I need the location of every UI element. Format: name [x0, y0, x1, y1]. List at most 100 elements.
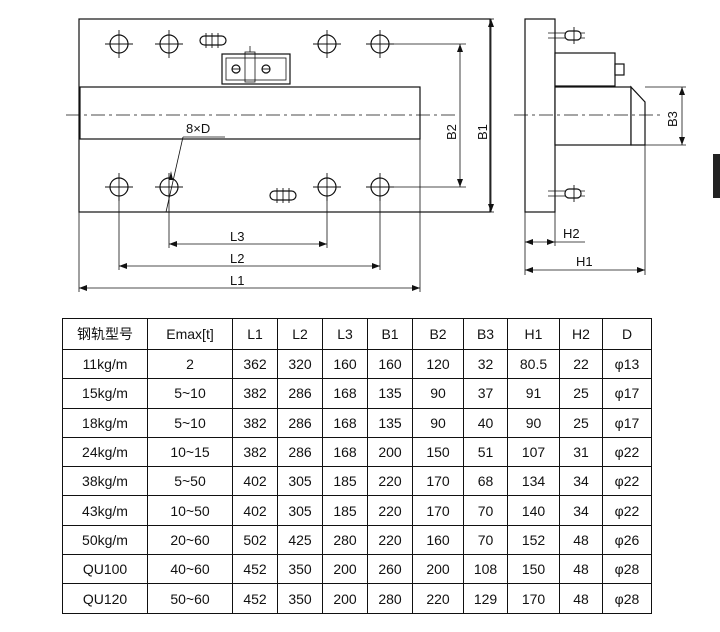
table-cell: 382: [232, 378, 278, 409]
table-cell: 150: [507, 554, 560, 585]
table-cell: 34: [559, 495, 603, 526]
column-header: H2: [559, 318, 603, 350]
column-header: L1: [232, 318, 278, 350]
rail-taper: [630, 85, 646, 146]
h1-label: H1: [576, 254, 593, 269]
table-cell: φ22: [602, 466, 652, 497]
edge-mark: [713, 154, 720, 198]
column-header: L2: [277, 318, 323, 350]
table-cell: 50~60: [147, 583, 233, 614]
column-header: 钢轨型号: [62, 318, 148, 350]
table-cell: 25: [559, 378, 603, 409]
column-header: B1: [367, 318, 413, 350]
table-cell: 185: [322, 466, 368, 497]
table-cell: 129: [463, 583, 508, 614]
rail-clamp-drawing: 8×D L3 L2 L1: [66, 18, 720, 292]
table-cell: 34: [559, 466, 603, 497]
table-cell: 140: [507, 495, 560, 526]
holes-label: 8×D: [186, 121, 210, 136]
table-cell: 425: [277, 524, 323, 556]
table-cell: 220: [412, 583, 464, 614]
table-cell: 68: [463, 466, 508, 497]
table-cell: 305: [277, 466, 323, 497]
table-cell: 70: [463, 495, 508, 526]
table-cell: 120: [412, 348, 464, 380]
hole-top-3: [313, 30, 341, 58]
l1-label: L1: [230, 273, 244, 288]
table-cell: 362: [232, 348, 278, 380]
table-cell: 160: [322, 348, 368, 380]
table-cell: 91: [507, 378, 560, 409]
table-cell: 402: [232, 466, 278, 497]
table-cell: 135: [367, 378, 413, 409]
table-cell: 452: [232, 554, 278, 585]
table-cell: φ22: [602, 495, 652, 526]
table-cell: φ17: [602, 407, 652, 438]
b2-label: B2: [444, 124, 459, 140]
table-cell: 90: [412, 407, 464, 438]
table-cell: φ28: [602, 554, 652, 585]
side-bolt-top: [548, 27, 585, 44]
table-cell: 10~15: [147, 436, 233, 468]
table-cell: 170: [412, 466, 464, 497]
table-cell: 50kg/m: [62, 524, 148, 556]
hole-top-2: [155, 30, 183, 58]
table-cell: 170: [507, 583, 560, 614]
table-cell: 90: [412, 378, 464, 409]
table-cell: 200: [322, 583, 368, 614]
l3-label: L3: [230, 229, 244, 244]
side-bolt-bottom: [548, 185, 585, 202]
table-cell: 200: [367, 436, 413, 468]
rail-body: [79, 86, 421, 140]
table-cell: 152: [507, 524, 560, 556]
table-cell: 90: [507, 407, 560, 438]
table-cell: 40: [463, 407, 508, 438]
l2-label: L2: [230, 251, 244, 266]
column-header: D: [602, 318, 652, 350]
table-cell: 51: [463, 436, 508, 468]
table-cell: 15kg/m: [62, 378, 148, 409]
table-cell: 286: [277, 407, 323, 438]
column-header: Emax[t]: [147, 318, 233, 350]
mounting-holes: [105, 30, 394, 201]
table-cell: 160: [412, 524, 464, 556]
h-dimension-lines: [524, 145, 646, 275]
side-view: B3 H2 H1: [514, 18, 686, 275]
front-view: 8×D L3 L2 L1: [66, 18, 494, 292]
h2-label: H2: [563, 226, 580, 241]
table-cell: 134: [507, 466, 560, 497]
table-cell: 168: [322, 407, 368, 438]
table-cell: 5~50: [147, 466, 233, 497]
table-cell: 200: [322, 554, 368, 585]
table-cell: QU100: [62, 554, 148, 585]
table-cell: 350: [277, 554, 323, 585]
table-cell: 5~10: [147, 378, 233, 409]
table-cell: 220: [367, 495, 413, 526]
table-cell: 382: [232, 436, 278, 468]
table-cell: 108: [463, 554, 508, 585]
table-cell: 452: [232, 583, 278, 614]
table-cell: QU120: [62, 583, 148, 614]
table-cell: 5~10: [147, 407, 233, 438]
table-cell: 200: [412, 554, 464, 585]
table-cell: 38kg/m: [62, 466, 148, 497]
table-cell: 168: [322, 378, 368, 409]
l-dimension-lines: [78, 139, 421, 292]
table-cell: 502: [232, 524, 278, 556]
table-cell: φ26: [602, 524, 652, 556]
table-cell: 402: [232, 495, 278, 526]
b-dimension-lines: [389, 18, 494, 213]
table-cell: 32: [463, 348, 508, 380]
table-cell: 40~60: [147, 554, 233, 585]
table-cell: 18kg/m: [62, 407, 148, 438]
table-cell: φ22: [602, 436, 652, 468]
table-cell: 382: [232, 407, 278, 438]
table-cell: 170: [412, 495, 464, 526]
table-cell: 286: [277, 436, 323, 468]
